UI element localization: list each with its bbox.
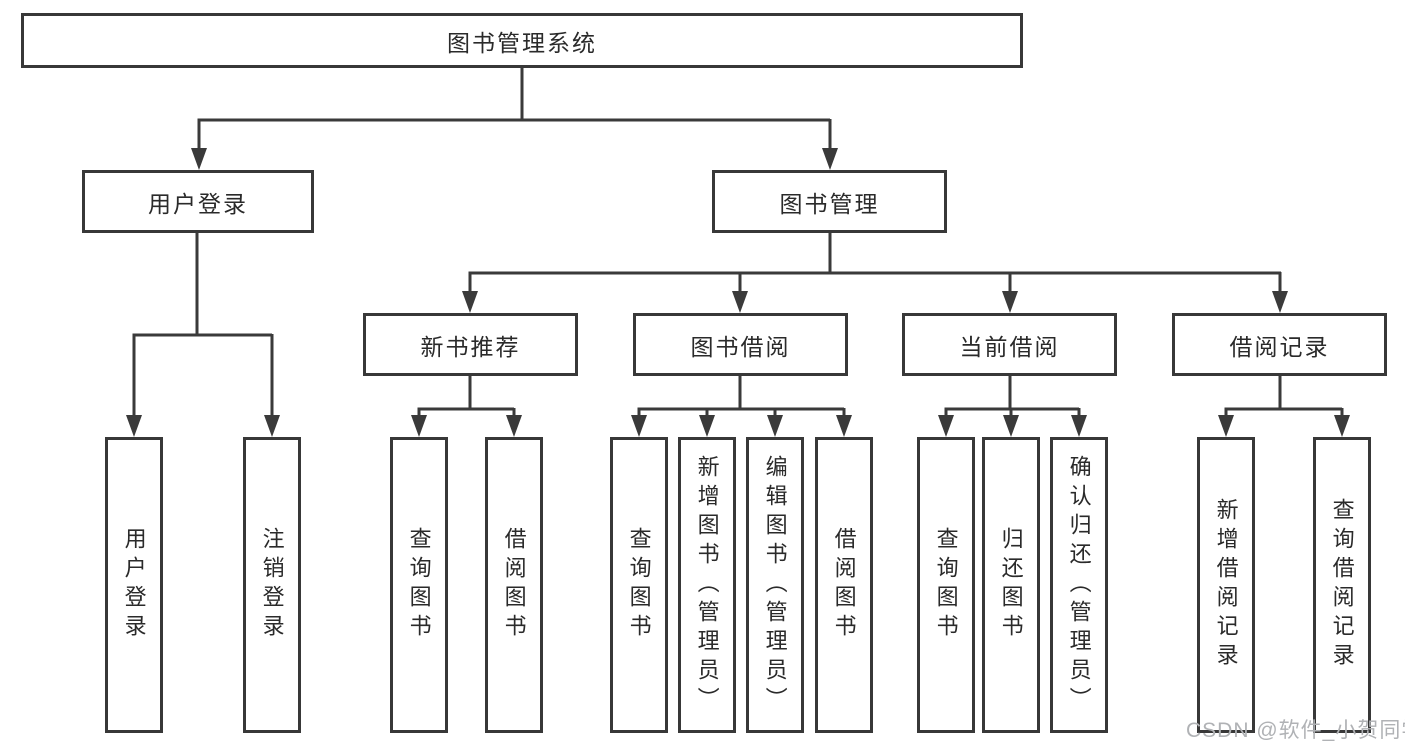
leaf-query-books-borrow: 查询图书 bbox=[610, 437, 668, 733]
node-book-borrowing: 图书借阅 bbox=[633, 313, 848, 376]
leaf-return-book: 归还图书 bbox=[982, 437, 1040, 733]
leaf-borrow-books-rec-label: 借阅图书 bbox=[501, 527, 527, 643]
node-user-login-label: 用户登录 bbox=[148, 190, 248, 217]
leaf-add-loan-record: 新增借阅记录 bbox=[1197, 437, 1255, 733]
leaf-query-loan-record: 查询借阅记录 bbox=[1313, 437, 1371, 733]
leaf-add-book-admin-label: 新增图书（管理员） bbox=[694, 454, 720, 716]
leaf-borrow-books-rec: 借阅图书 bbox=[485, 437, 543, 733]
leaf-user-login-label: 用户登录 bbox=[121, 527, 147, 643]
leaf-add-loan-record-label: 新增借阅记录 bbox=[1213, 498, 1239, 672]
leaf-logout-label: 注销登录 bbox=[259, 527, 285, 643]
leaf-query-books-current-label: 查询图书 bbox=[933, 527, 959, 643]
node-loan-records-label: 借阅记录 bbox=[1229, 333, 1330, 360]
node-root-label: 图书管理系统 bbox=[447, 29, 597, 56]
node-root: 图书管理系统 bbox=[21, 13, 1023, 68]
node-loan-records: 借阅记录 bbox=[1172, 313, 1387, 376]
leaf-borrow-books-label: 借阅图书 bbox=[831, 527, 857, 643]
leaf-borrow-books: 借阅图书 bbox=[815, 437, 873, 733]
node-book-management: 图书管理 bbox=[712, 170, 947, 233]
csdn-watermark: CSDN @软件_小贺同学 bbox=[1186, 719, 1405, 742]
leaf-confirm-return-admin: 确认归还（管理员） bbox=[1050, 437, 1108, 733]
leaf-query-loan-record-label: 查询借阅记录 bbox=[1329, 498, 1355, 672]
leaf-query-books-borrow-label: 查询图书 bbox=[626, 527, 652, 643]
node-new-book-recommendation-label: 新书推荐 bbox=[420, 333, 521, 360]
node-current-loans: 当前借阅 bbox=[902, 313, 1117, 376]
leaf-user-login: 用户登录 bbox=[105, 437, 163, 733]
node-new-book-recommendation: 新书推荐 bbox=[363, 313, 578, 376]
leaf-add-book-admin: 新增图书（管理员） bbox=[678, 437, 736, 733]
node-current-loans-label: 当前借阅 bbox=[959, 333, 1060, 360]
leaf-query-books-current: 查询图书 bbox=[917, 437, 975, 733]
node-book-management-label: 图书管理 bbox=[779, 190, 880, 217]
leaf-query-books-rec-label: 查询图书 bbox=[406, 527, 432, 643]
leaf-confirm-return-admin-label: 确认归还（管理员） bbox=[1066, 454, 1092, 716]
leaf-edit-book-admin: 编辑图书（管理员） bbox=[746, 437, 804, 733]
node-user-login: 用户登录 bbox=[82, 170, 314, 233]
leaf-logout: 注销登录 bbox=[243, 437, 301, 733]
leaf-return-book-label: 归还图书 bbox=[998, 527, 1024, 643]
node-book-borrowing-label: 图书借阅 bbox=[690, 333, 791, 360]
leaf-edit-book-admin-label: 编辑图书（管理员） bbox=[762, 454, 788, 716]
leaf-query-books-rec: 查询图书 bbox=[390, 437, 448, 733]
